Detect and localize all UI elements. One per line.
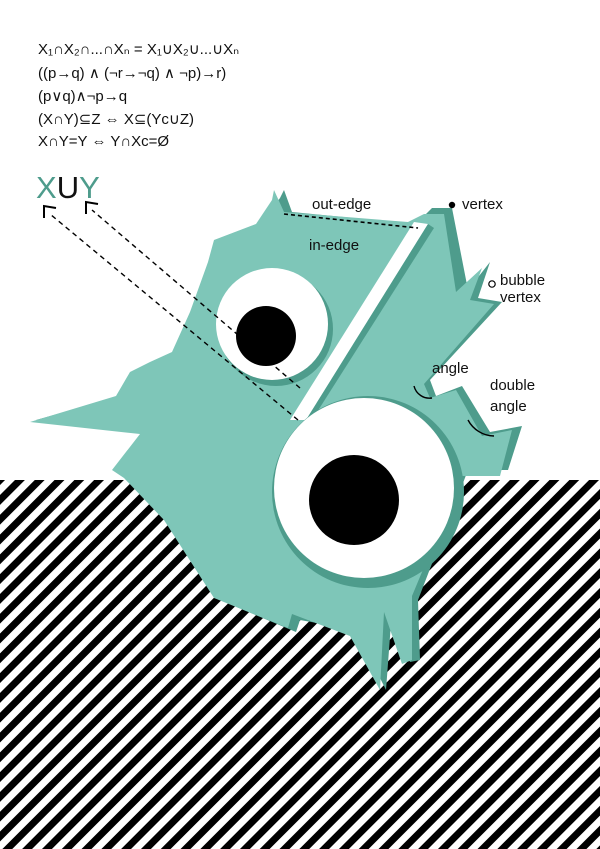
formula-5: X∩Y=Y ⇔ Y∩Xc=Ø (38, 133, 170, 150)
union-x: X (36, 170, 57, 205)
arrow-head-y (85, 200, 99, 214)
vertex-label: vertex (462, 196, 503, 213)
formula-2: ((p→q) ∧ (¬r→¬q) ∧ ¬p)→r) (38, 65, 227, 82)
arrow-line-y (91, 209, 301, 389)
angle-arc (413, 385, 433, 399)
formula-1: X₁∩X₂∩...∩Xₙ = X₁∪X₂∪...∪Xₙ (38, 41, 240, 58)
vertex-dot (448, 201, 456, 209)
out-edge-dashed-line (283, 213, 419, 229)
formula-4: (X∩Y)⊆Z ⇔ X⊆(Yc∪Z) (38, 111, 195, 128)
angle-label: angle (432, 360, 469, 377)
big-eye-pupil (309, 455, 399, 545)
in-edge-cut (290, 222, 428, 420)
union-label: XUY (36, 170, 100, 206)
bubble-vertex-label-2: vertex (500, 289, 541, 306)
formula-3: (p∨q)∧¬p→q (38, 88, 128, 105)
in-edge-cut-shadow (306, 224, 434, 420)
out-edge-label: out-edge (312, 196, 372, 213)
double-angle-label-2: angle (490, 398, 527, 415)
double-angle-label-1: double (490, 377, 536, 394)
bubble-vertex-dot (488, 280, 496, 288)
small-eye-pupil (236, 306, 296, 366)
in-edge-label: in-edge (309, 237, 360, 254)
union-y: Y (79, 170, 100, 205)
bubble-vertex-label-1: bubble (500, 272, 546, 289)
union-op: U (56, 170, 80, 205)
double-angle-arc-outer (467, 419, 495, 437)
arrow-head-x (43, 204, 57, 218)
